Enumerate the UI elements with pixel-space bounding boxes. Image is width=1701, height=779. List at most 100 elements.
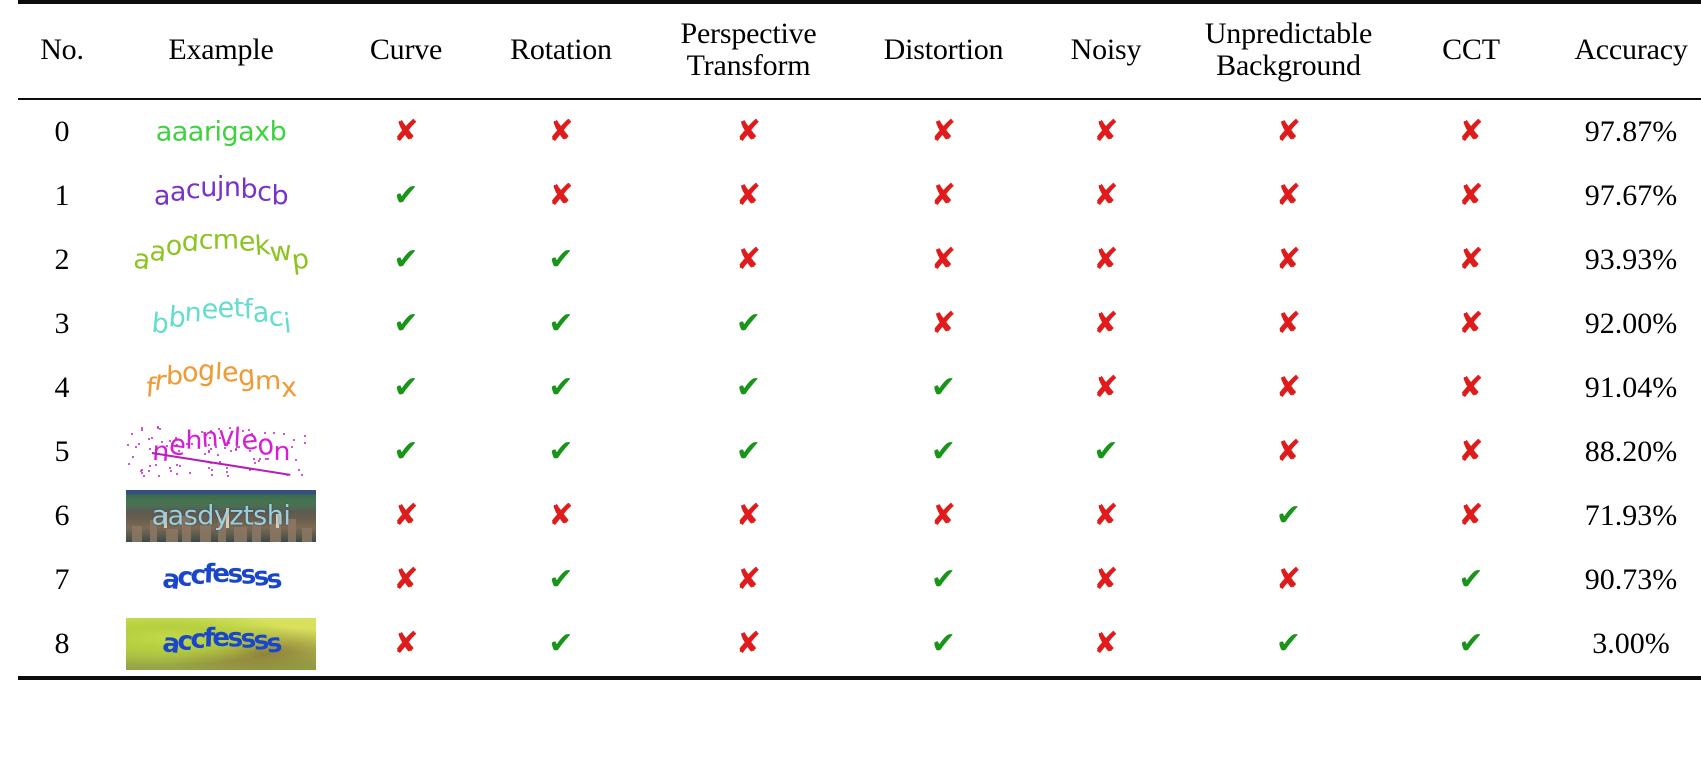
cross-icon-unpredictable-background-row-7: ✘ bbox=[1275, 561, 1302, 597]
noise-dot bbox=[265, 457, 267, 460]
noise-dot bbox=[127, 463, 130, 466]
cross-icon-distortion-row-6: ✘ bbox=[930, 497, 957, 533]
rotation-cell: ✔ bbox=[476, 548, 646, 612]
building-silhouette bbox=[150, 519, 157, 542]
noise-dot bbox=[207, 450, 210, 453]
curve-cell: ✔ bbox=[336, 292, 476, 356]
noise-dot bbox=[244, 467, 247, 470]
cct-cell: ✘ bbox=[1401, 292, 1541, 356]
noise-dot bbox=[209, 430, 212, 433]
noise-dot bbox=[251, 433, 253, 436]
noisy-cell: ✘ bbox=[1036, 228, 1176, 292]
example-image-row-7: accfessss bbox=[126, 553, 316, 606]
noise-dot bbox=[211, 473, 214, 476]
noise-dot bbox=[156, 425, 159, 428]
cross-icon-noisy-row-2: ✘ bbox=[1093, 241, 1119, 277]
unpredictable-background-cell: ✘ bbox=[1176, 548, 1401, 612]
curve-cell: ✔ bbox=[336, 420, 476, 484]
noise-dot bbox=[191, 443, 194, 446]
curve-cell: ✘ bbox=[336, 484, 476, 548]
check-icon-curve-row-5: ✔ bbox=[393, 433, 419, 469]
example-text: accfessss bbox=[160, 622, 282, 660]
check-icon-perspective-row-5: ✔ bbox=[735, 433, 762, 469]
table-header: No. Example Curve Rotation Perspective T… bbox=[18, 2, 1701, 99]
perspective-cell: ✘ bbox=[646, 99, 851, 164]
noise-dot bbox=[204, 453, 206, 456]
noise-dot bbox=[141, 426, 144, 429]
noise-dot bbox=[131, 455, 134, 458]
cross-icon-unpredictable-background-row-1: ✘ bbox=[1275, 177, 1302, 213]
cross-icon-curve-row-6: ✘ bbox=[393, 497, 419, 533]
cross-icon-cct-row-2: ✘ bbox=[1458, 241, 1484, 277]
curve-cell: ✔ bbox=[336, 164, 476, 228]
noise-dot bbox=[251, 439, 253, 442]
perspective-cell: ✔ bbox=[646, 292, 851, 356]
noise-dot bbox=[175, 437, 178, 440]
example-cell: nehnvleon bbox=[106, 420, 336, 484]
accuracy-value: 92.00% bbox=[1584, 306, 1678, 340]
building-silhouette bbox=[200, 524, 211, 542]
perspective-cell: ✘ bbox=[646, 612, 851, 678]
example-text: aaodcmekwp bbox=[131, 233, 311, 276]
row-number: 4 bbox=[54, 370, 70, 404]
row-number: 3 bbox=[54, 306, 70, 340]
noisy-cell: ✘ bbox=[1036, 484, 1176, 548]
rotation-cell: ✔ bbox=[476, 228, 646, 292]
rotation-cell: ✔ bbox=[476, 612, 646, 678]
perspective-cell: ✔ bbox=[646, 356, 851, 420]
noise-dot bbox=[285, 473, 288, 476]
header-row: No. Example Curve Rotation Perspective T… bbox=[18, 2, 1701, 99]
check-icon-distortion-row-7: ✔ bbox=[930, 561, 957, 597]
noise-dot bbox=[175, 443, 178, 446]
cross-icon-unpredictable-background-row-0: ✘ bbox=[1275, 113, 1302, 149]
check-icon-rotation-row-8: ✔ bbox=[548, 625, 574, 661]
building-silhouette bbox=[252, 520, 261, 542]
accuracy-value: 3.00% bbox=[1592, 626, 1670, 660]
curve-cell: ✔ bbox=[336, 228, 476, 292]
example-text: frboglegmx bbox=[144, 361, 297, 404]
noise-dot bbox=[201, 431, 203, 434]
cross-icon-curve-row-0: ✘ bbox=[393, 113, 419, 149]
noise-dot bbox=[140, 471, 143, 474]
noise-dot bbox=[230, 449, 233, 452]
noisy-cell: ✘ bbox=[1036, 99, 1176, 164]
noise-dot bbox=[149, 465, 152, 468]
noise-dot bbox=[210, 462, 212, 465]
noise-dot bbox=[292, 438, 295, 441]
example-cell: accfessss bbox=[106, 548, 336, 612]
distortion-cell: ✘ bbox=[851, 99, 1036, 164]
check-icon-unpredictable-background-row-6: ✔ bbox=[1275, 497, 1302, 533]
noise-dot bbox=[294, 459, 297, 462]
example-cell: aasdyztshi bbox=[106, 484, 336, 548]
noisy-cell: ✘ bbox=[1036, 612, 1176, 678]
cross-icon-cct-row-3: ✘ bbox=[1458, 305, 1484, 341]
row-number: 5 bbox=[54, 434, 70, 468]
noisy-cell: ✘ bbox=[1036, 548, 1176, 612]
cross-icon-perspective-row-1: ✘ bbox=[735, 177, 762, 213]
accuracy-value: 88.20% bbox=[1584, 434, 1678, 468]
row-number: 6 bbox=[54, 498, 70, 532]
noise-dot bbox=[303, 441, 306, 444]
noise-dot bbox=[290, 446, 293, 449]
distortion-cell: ✘ bbox=[851, 164, 1036, 228]
building-silhouette bbox=[270, 523, 281, 542]
cross-icon-distortion-row-2: ✘ bbox=[930, 241, 957, 277]
spire bbox=[276, 513, 279, 528]
cross-icon-perspective-row-7: ✘ bbox=[735, 561, 762, 597]
rotation-cell: ✘ bbox=[476, 484, 646, 548]
noise-dot bbox=[207, 467, 210, 470]
cct-cell: ✘ bbox=[1401, 228, 1541, 292]
unpredictable-line-2: Background bbox=[1216, 48, 1361, 82]
unpredictable-background-cell: ✘ bbox=[1176, 164, 1401, 228]
distortion-cell: ✔ bbox=[851, 612, 1036, 678]
curve-cell: ✘ bbox=[336, 99, 476, 164]
cross-icon-curve-row-7: ✘ bbox=[393, 561, 419, 597]
example-text: accfessss bbox=[160, 558, 282, 596]
building-silhouette bbox=[132, 525, 142, 542]
noise-dot bbox=[208, 437, 211, 440]
accuracy-value: 91.04% bbox=[1584, 370, 1678, 404]
